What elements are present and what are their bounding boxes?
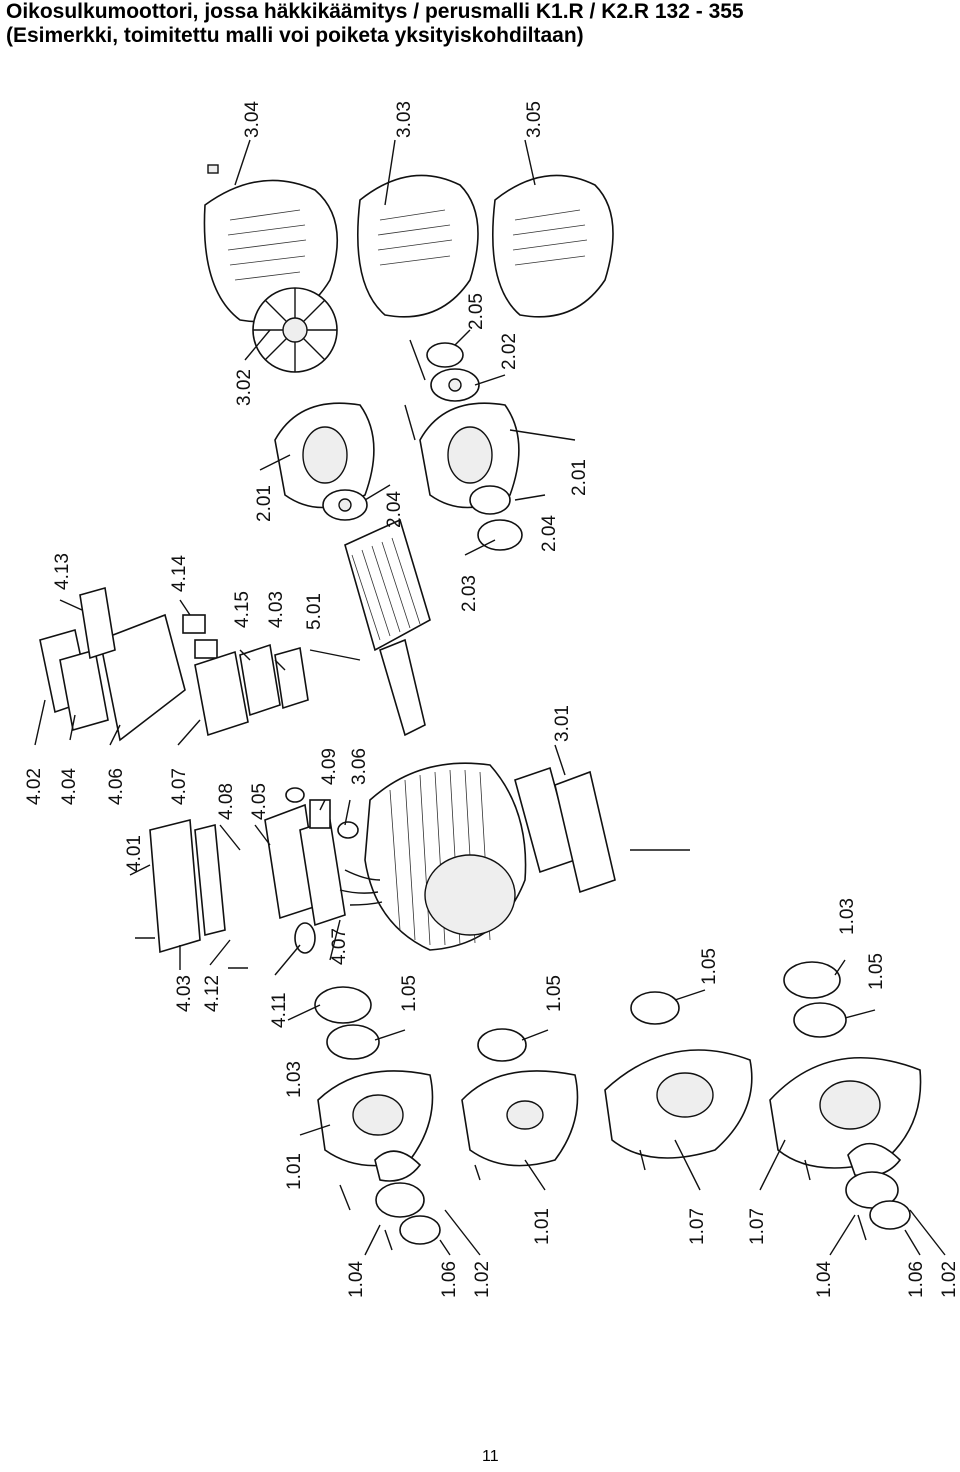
label-1-02-right: 1.02 xyxy=(939,1261,960,1298)
part-labels: 3.04 3.03 3.05 3.02 2.05 2.02 2.01 2.04 … xyxy=(24,101,960,1298)
label-2-05: 2.05 xyxy=(466,293,487,330)
label-4-09: 4.09 xyxy=(319,748,340,785)
label-3-04: 3.04 xyxy=(242,101,263,138)
label-2-03: 2.03 xyxy=(459,575,480,612)
label-3-03: 3.03 xyxy=(394,101,415,138)
label-2-01-left: 2.01 xyxy=(254,485,275,522)
label-1-05-b: 1.05 xyxy=(544,975,565,1012)
label-4-07-bottom: 4.07 xyxy=(329,928,350,965)
label-1-02-left: 1.02 xyxy=(472,1261,493,1298)
label-3-05: 3.05 xyxy=(524,101,545,138)
page-subtitle: (Esimerkki, toimitettu malli voi poiketa… xyxy=(6,24,584,47)
label-1-03-right: 1.03 xyxy=(837,898,858,935)
leader-lines xyxy=(34,139,946,1256)
label-1-05-d: 1.05 xyxy=(866,953,887,990)
label-1-07-right: 1.07 xyxy=(747,1208,768,1245)
label-3-02: 3.02 xyxy=(234,369,255,406)
fan-cover-3-05 xyxy=(492,174,614,318)
label-3-01: 3.01 xyxy=(552,705,573,742)
exploded-motor-diagram: 3.04 3.03 3.05 3.02 2.05 2.02 2.01 2.04 … xyxy=(24,101,960,1298)
label-1-04-left: 1.04 xyxy=(346,1261,367,1298)
label-4-03-bottom: 4.03 xyxy=(174,975,195,1012)
label-4-07-top: 4.07 xyxy=(169,768,190,805)
bearings-de xyxy=(314,849,847,1062)
label-1-07-left: 1.07 xyxy=(687,1208,708,1245)
fan-3-02 xyxy=(252,287,338,373)
label-1-01-right: 1.01 xyxy=(532,1208,553,1245)
page-number: 11 xyxy=(482,1448,499,1465)
label-2-04-left: 2.04 xyxy=(384,491,405,528)
end-shields-de xyxy=(317,1049,922,1169)
label-1-01-left: 1.01 xyxy=(284,1153,305,1190)
label-4-04: 4.04 xyxy=(59,768,80,805)
label-1-05-a: 1.05 xyxy=(399,975,420,1012)
label-2-04-right: 2.04 xyxy=(539,515,560,552)
bearings-nde xyxy=(322,339,523,551)
label-4-12: 4.12 xyxy=(202,975,223,1012)
stator-frame xyxy=(364,762,527,951)
end-shield-2-01-left xyxy=(274,402,375,509)
rotor-5-01 xyxy=(344,518,431,737)
label-3-06: 3.06 xyxy=(349,748,370,785)
label-4-06: 4.06 xyxy=(106,768,127,805)
feet-3-01 xyxy=(514,766,616,894)
bearing-caps xyxy=(339,1142,911,1251)
label-2-02: 2.02 xyxy=(499,333,520,370)
label-1-05-c: 1.05 xyxy=(699,948,720,985)
label-4-13: 4.13 xyxy=(52,553,73,590)
label-4-11: 4.11 xyxy=(269,992,290,1028)
label-4-14: 4.14 xyxy=(169,555,190,592)
label-1-03-left: 1.03 xyxy=(284,1061,305,1098)
terminal-box-parts xyxy=(39,586,309,742)
fan-cover-3-03 xyxy=(357,174,479,318)
label-4-15: 4.15 xyxy=(232,591,253,628)
label-1-06-left: 1.06 xyxy=(439,1261,460,1298)
fan-cover-3-04 xyxy=(203,164,339,323)
page-title: Oikosulkumoottori, jossa häkkikäämitys /… xyxy=(6,0,744,23)
label-1-06-right: 1.06 xyxy=(906,1261,927,1298)
label-4-08: 4.08 xyxy=(216,783,237,820)
label-2-01-right: 2.01 xyxy=(569,459,590,496)
label-4-05: 4.05 xyxy=(249,783,270,820)
label-4-03-top: 4.03 xyxy=(266,591,287,628)
label-4-01: 4.01 xyxy=(124,835,145,872)
label-1-04-right: 1.04 xyxy=(814,1261,835,1298)
label-5-01: 5.01 xyxy=(304,593,325,630)
terminal-block xyxy=(135,787,383,969)
end-shield-2-01-right xyxy=(419,402,520,509)
label-4-02: 4.02 xyxy=(24,768,45,805)
